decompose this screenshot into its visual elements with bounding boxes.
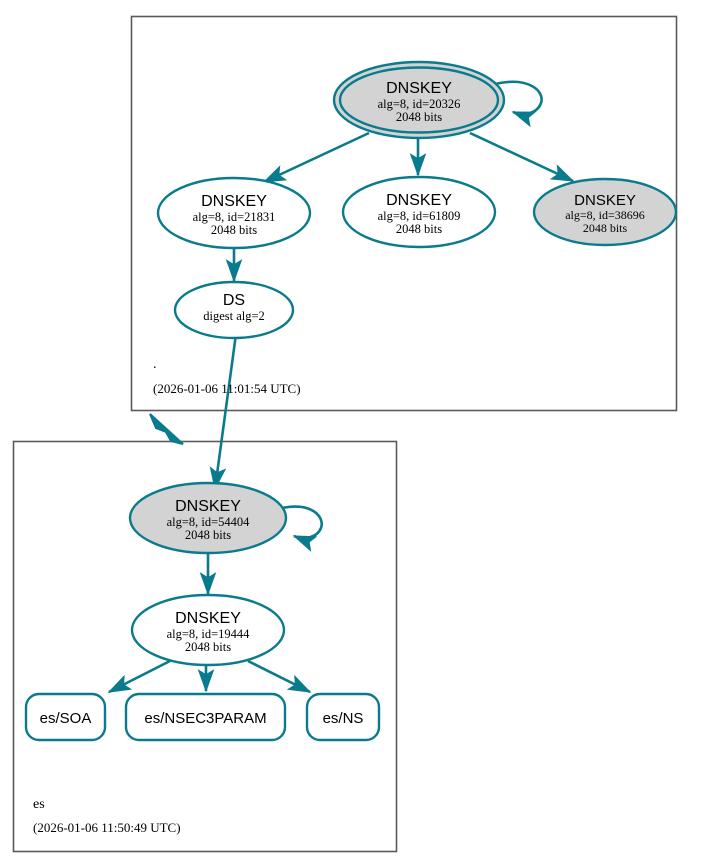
rrset-label: es/NSEC3PARAM: [144, 710, 266, 727]
node-inner-ellipse: [338, 66, 500, 134]
node-ellipse: [532, 177, 678, 247]
node-root-ksk-20326[interactable]: DNSKEY alg=8, id=20326 2048 bits: [332, 60, 506, 140]
zone-label-root-timestamp: (2026-01-06 11:01:54 UTC): [153, 381, 301, 396]
node-title: DNSKEY: [386, 192, 452, 209]
node-keysize: 2048 bits: [185, 640, 231, 654]
zone-label-es-name: es: [33, 797, 45, 812]
zone-label-es-timestamp: (2026-01-06 11:50:49 UTC): [33, 820, 181, 835]
node-keysize: 2048 bits: [396, 110, 442, 124]
node-keyinfo: alg=8, id=61809: [378, 209, 461, 223]
node-ellipse: [128, 481, 288, 555]
edge-sign-20326-38696: [469, 131, 575, 183]
node-ellipse: [173, 280, 295, 340]
node-title: DNSKEY: [574, 192, 636, 209]
node-title: DS: [223, 292, 245, 309]
delegation-arrowhead-icon: [149, 413, 184, 445]
node-ellipse: [130, 593, 286, 667]
node-root-ksk-38696[interactable]: DNSKEY alg=8, id=38696 2048 bits: [532, 177, 678, 247]
edge-delegation-ds-to-es: [209, 333, 238, 491]
node-keyinfo: alg=8, id=38696: [565, 208, 645, 222]
node-rrset-es-ns[interactable]: es/NS: [305, 692, 381, 742]
node-title: DNSKEY: [175, 610, 241, 627]
node-ellipse: [341, 175, 497, 249]
node-es-ksk-54404[interactable]: DNSKEY alg=8, id=54404 2048 bits: [128, 481, 288, 555]
node-root-zsk-61809[interactable]: DNSKEY alg=8, id=61809 2048 bits: [341, 175, 497, 249]
node-keysize: 2048 bits: [396, 222, 442, 236]
node-keysize: 2048 bits: [211, 223, 257, 237]
node-title: DNSKEY: [175, 498, 241, 515]
rrset-box: [24, 692, 107, 742]
rrset-label: es/SOA: [40, 710, 92, 727]
node-root-zsk-21831[interactable]: DNSKEY alg=8, id=21831 2048 bits: [156, 176, 312, 250]
node-root-ds[interactable]: DS digest alg=2: [173, 280, 295, 340]
edge-sign-19444-soa: [107, 659, 171, 694]
zone-label-root-name: .: [153, 357, 157, 372]
node-keyinfo: alg=8, id=19444: [167, 627, 251, 641]
node-keyinfo: alg=8, id=20326: [378, 97, 461, 111]
node-ellipse: [156, 176, 312, 250]
node-es-zsk-19444[interactable]: DNSKEY alg=8, id=19444 2048 bits: [130, 593, 286, 667]
zone-cluster-es: [12, 440, 398, 853]
node-title: DNSKEY: [201, 193, 267, 210]
rrset-box: [124, 692, 287, 742]
rrset-box: [305, 692, 381, 742]
node-rrset-es-nsec3param[interactable]: es/NSEC3PARAM: [124, 692, 287, 742]
node-digestalg: digest alg=2: [203, 309, 265, 323]
node-keyinfo: alg=8, id=54404: [167, 515, 251, 529]
edge-sign-20326-21831: [262, 131, 370, 184]
node-keysize: 2048 bits: [583, 221, 628, 235]
edge-self-sign-es-ksk: [281, 505, 323, 552]
node-title: DNSKEY: [386, 80, 452, 97]
node-keysize: 2048 bits: [185, 528, 231, 542]
edge-self-sign-root-ksk: [494, 80, 543, 128]
rrset-label: es/NS: [323, 710, 364, 727]
node-keyinfo: alg=8, id=21831: [193, 210, 276, 224]
edge-sign-19444-ns: [247, 659, 312, 694]
node-rrset-es-soa[interactable]: es/SOA: [24, 692, 107, 742]
